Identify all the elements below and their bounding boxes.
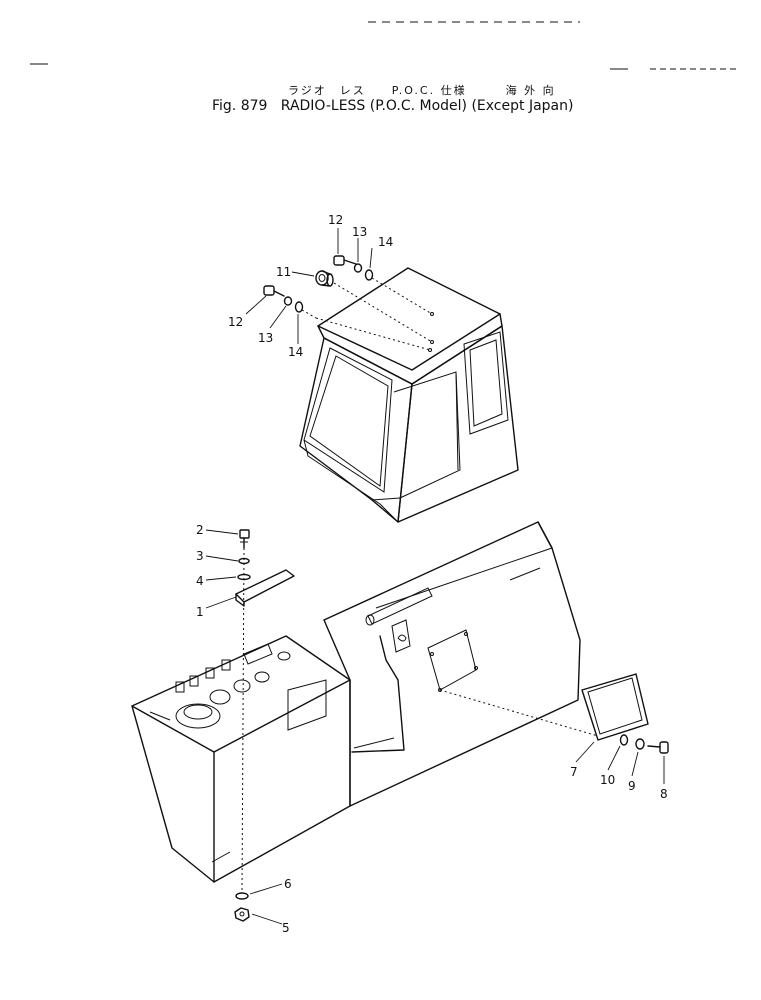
bracket-1 [235,569,295,603]
callout-2: 2 [196,523,204,537]
console-box [131,635,351,883]
cab-fasteners [263,255,434,352]
figure-title-japanese: ラジオ レス P.O.C. 仕様 海 外 向 [288,84,556,97]
washer-13-lower [283,296,293,306]
callout-13-upper: 13 [352,225,367,239]
callout-3: 3 [196,549,204,563]
washer-6 [235,892,249,900]
cover-7 [581,673,649,741]
callout-1: 1 [196,605,204,619]
callout-labels: 12 13 14 11 12 13 14 2 3 4 1 6 5 7 10 9 … [196,213,668,935]
nut-5 [234,907,250,922]
bracket-assembly [234,529,295,922]
callout-12-lower: 12 [228,315,243,329]
callout-4: 4 [196,574,204,588]
scan-artifacts [30,21,740,70]
figure-title: Fig. 879 RADIO-LESS (P.O.C. Model) (Exce… [212,98,574,114]
callout-11: 11 [276,265,291,279]
callout-14-upper: 14 [378,235,393,249]
callout-9: 9 [628,779,636,793]
bolt-12-lower [263,285,285,297]
cab-assembly [299,267,519,523]
washer-13-upper [353,263,363,273]
callout-10: 10 [600,773,615,787]
callout-12-upper: 12 [328,213,343,227]
washer-14-upper [364,269,374,281]
bolt-12-upper [333,255,357,266]
callout-7: 7 [570,765,578,779]
washer-9 [635,738,645,750]
callout-13-lower: 13 [258,331,273,345]
machine-body [323,521,581,807]
spacer-11 [315,270,334,287]
washer-14-lower [294,301,304,313]
washer-10 [619,734,629,746]
callout-14-lower: 14 [288,345,303,359]
callout-6: 6 [284,877,292,891]
cover-assembly [439,673,669,754]
bolt-8 [647,741,669,754]
callout-5: 5 [282,921,290,935]
bolt-2 [239,529,250,549]
leader-lines [205,228,665,925]
callout-8: 8 [660,787,668,801]
